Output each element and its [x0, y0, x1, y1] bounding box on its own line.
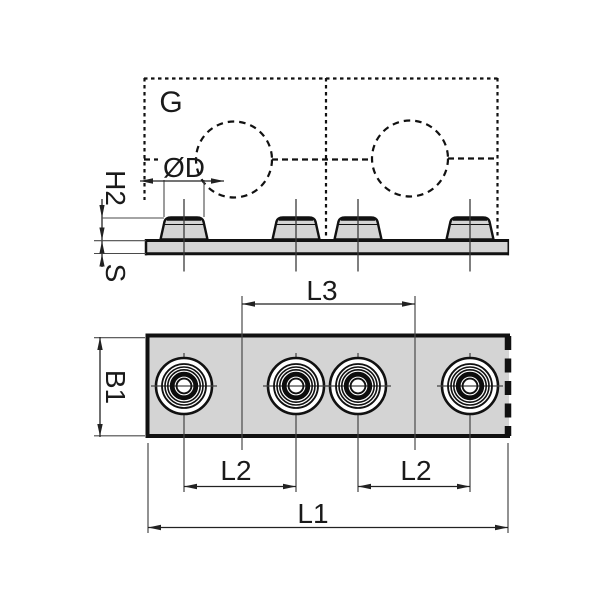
boss-centerlines: [183, 199, 471, 272]
label-hole-pitch-right: L2: [400, 455, 431, 486]
bushing-3: [325, 353, 391, 492]
bushing-1: [151, 353, 217, 492]
label-boss-diameter: ØD: [163, 152, 205, 183]
side-view: G: [94, 77, 510, 282]
dimension-plate-width: B1: [94, 337, 145, 437]
bushing-4: [437, 353, 503, 492]
label-overall-length: L1: [297, 498, 328, 529]
dimension-height-thickness: H2 S: [94, 170, 164, 282]
plan-view: L3 B1 L2 L2: [94, 275, 512, 533]
label-station-g: G: [159, 86, 182, 119]
clamp-circle-left: [194, 120, 274, 199]
bushings: [151, 353, 503, 492]
arrow-right: [211, 178, 224, 184]
dimension-hole-pitch-left: L2: [184, 455, 296, 490]
dimension-hole-pitch-right: L2: [358, 455, 470, 490]
dimension-overall-length: L1: [147, 443, 509, 533]
dimension-boss-diameter: ØD: [140, 152, 224, 217]
bushing-2: [263, 353, 329, 492]
label-plate-thickness: S: [100, 264, 131, 283]
label-station-pitch: L3: [306, 275, 337, 306]
plate-side-fill: [145, 239, 509, 255]
dimension-station-pitch-extensions: [241, 296, 416, 450]
label-boss-height: H2: [100, 170, 131, 206]
clamp-circle-right: [370, 119, 450, 198]
plate-side-section: [144, 239, 510, 256]
dimension-station-pitch: L3: [242, 275, 415, 307]
label-plate-width: B1: [100, 370, 131, 404]
label-hole-pitch-left: L2: [220, 455, 251, 486]
workpiece-dashed-outline: [143, 77, 499, 238]
arrow-left: [140, 178, 153, 184]
